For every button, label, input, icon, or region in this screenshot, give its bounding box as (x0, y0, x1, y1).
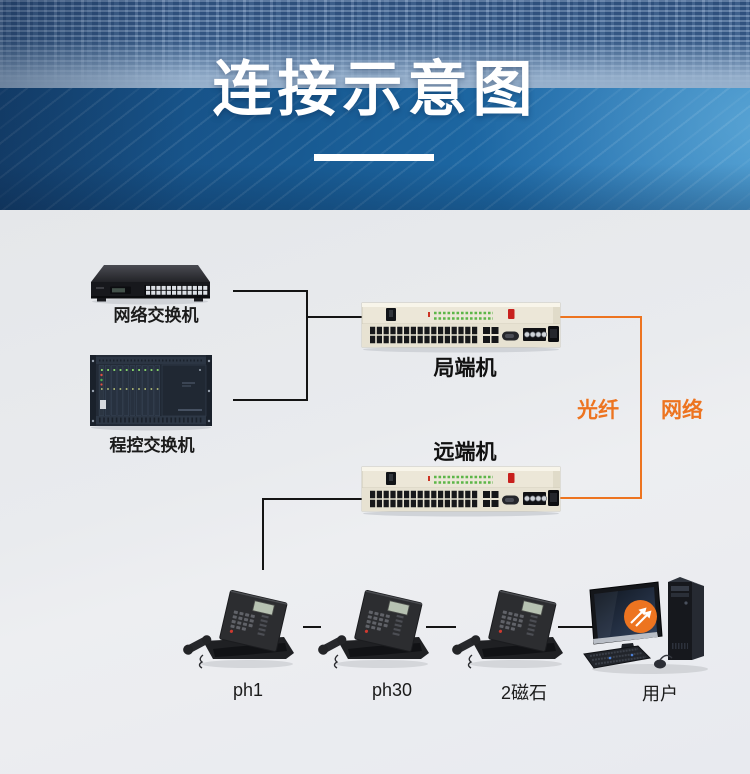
label-remote-terminal: 远端机 (433, 441, 497, 464)
hero-banner: 连接示意图 (0, 0, 750, 210)
fiber-transfer-icon (624, 600, 657, 633)
light-streaks-art (0, 88, 750, 210)
link-junction-vertical (306, 290, 308, 401)
device-phone-ph1-art (183, 575, 305, 673)
link-pbx-to-junction (233, 399, 307, 401)
title-underline (314, 154, 434, 161)
label-phone-ph30: ph30 (371, 680, 413, 700)
link-magneto-to-pc (558, 626, 602, 628)
hero-vignette (0, 0, 750, 210)
label-user-pc: 用户 (642, 684, 678, 704)
label-fiber: 光纤 (577, 399, 619, 422)
link-junction-to-local-terminal (306, 316, 362, 318)
page-title: 连接示意图 (212, 56, 538, 123)
skyline-haze-art (0, 40, 750, 90)
label-local-terminal: 局端机 (433, 357, 497, 380)
label-pbx-switch: 程控交换机 (109, 436, 195, 455)
device-pbx-art (90, 353, 212, 431)
fiber-link-vertical (640, 316, 642, 499)
device-phone-ph30-art (318, 575, 440, 673)
device-local-terminal-art (360, 300, 562, 354)
connection-diagram: 网络交换机 程控交换机 局端机 远端机 光纤 网络 ph1 ph30 2磁石 用… (0, 210, 750, 774)
label-phone-ph1: ph1 (232, 680, 264, 700)
label-network-switch: 网络交换机 (113, 306, 199, 325)
fiber-link-remote (560, 497, 642, 499)
link-remote-terminal-horizontal (262, 498, 362, 500)
fiber-arrows-icon (630, 607, 652, 627)
link-switch-to-junction (233, 290, 307, 292)
link-ph30-to-magneto (426, 626, 456, 628)
label-network: 网络 (661, 399, 703, 422)
fiber-link-local (560, 316, 642, 318)
device-remote-terminal-art (360, 464, 562, 518)
device-network-switch-art (88, 263, 213, 305)
link-remote-to-phones-vertical (262, 498, 264, 570)
device-phone-magneto-art (452, 575, 574, 673)
label-phone-magneto: 2磁石 (500, 683, 548, 703)
link-ph1-to-ph30 (303, 626, 321, 628)
